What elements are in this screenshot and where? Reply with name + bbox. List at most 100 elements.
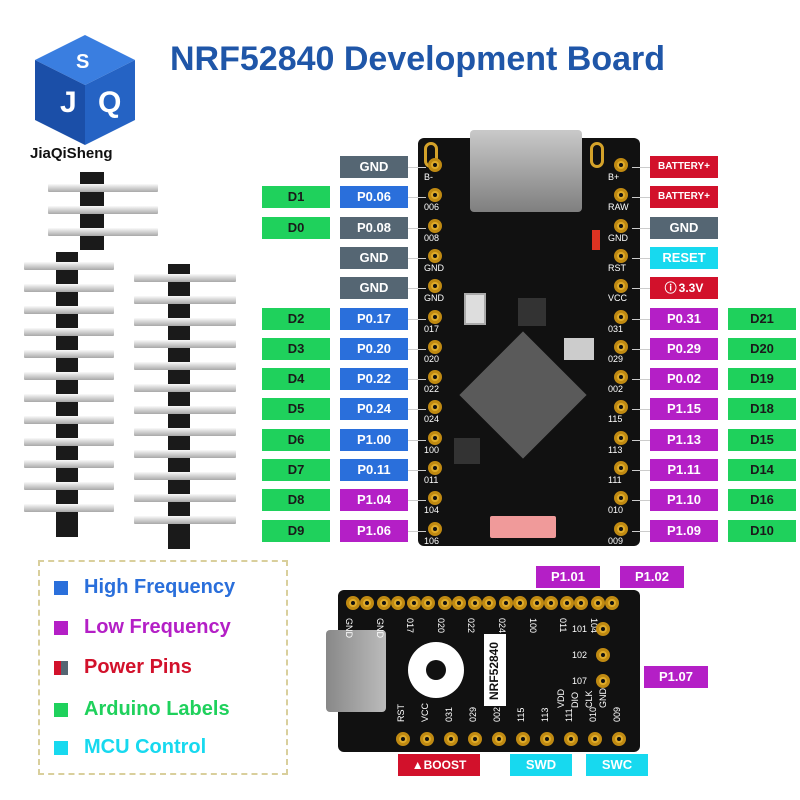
gpio-label-text: P0.31 bbox=[667, 310, 701, 326]
gpio-label-right: P1.15 bbox=[650, 398, 718, 421]
pin-pad-right bbox=[614, 430, 628, 445]
legend-power-pins: Power Pins bbox=[54, 656, 192, 679]
header-pin bbox=[134, 362, 236, 370]
header-pin bbox=[134, 340, 236, 348]
pin-pad-right bbox=[614, 309, 628, 324]
arduino-label-left: D5 bbox=[262, 398, 330, 421]
inductor bbox=[454, 438, 480, 464]
board-pin-label: 008 bbox=[424, 232, 440, 243]
bottom-top-label: GND bbox=[374, 618, 385, 638]
bottom-row-label: VCC bbox=[420, 702, 430, 722]
connector-line bbox=[408, 379, 426, 381]
pin-pad-left bbox=[428, 339, 442, 354]
connector-line bbox=[408, 227, 426, 229]
pad-top-row bbox=[574, 596, 589, 610]
pin-pad-left bbox=[428, 279, 442, 294]
board-pin-label: 029 bbox=[608, 353, 624, 364]
top-board bbox=[418, 130, 640, 546]
bottom-row-label: 113 bbox=[540, 707, 550, 722]
pin-pad-left bbox=[428, 370, 442, 385]
chip-label: NRF52840 bbox=[487, 641, 501, 701]
gpio-label-text: GND bbox=[669, 219, 699, 235]
pin-pad-left bbox=[428, 491, 442, 506]
connector-line bbox=[632, 500, 650, 502]
legend-swatch bbox=[54, 740, 68, 755]
page-title: NRF52840 Development Board bbox=[170, 40, 666, 78]
board-pin-label: 017 bbox=[424, 323, 440, 334]
gpio-label-left: P0.06 bbox=[340, 186, 408, 209]
gpio-label-right: P0.29 bbox=[650, 337, 718, 360]
bottom-top-label: 011 bbox=[558, 618, 569, 633]
arduino-label-left: D3 bbox=[262, 337, 330, 360]
gpio-label-left: P0.17 bbox=[340, 307, 408, 330]
pad-top-row bbox=[499, 596, 513, 610]
legend-label: Low Frequency bbox=[84, 616, 231, 638]
bottom-top-label: 024 bbox=[497, 618, 507, 634]
pin-pad-right bbox=[614, 521, 628, 536]
board-pin-label: GND bbox=[424, 262, 444, 273]
callout-p102: P1.02 bbox=[620, 566, 684, 588]
header-pin bbox=[24, 438, 114, 446]
arduino-label-right: D10 bbox=[728, 519, 796, 542]
bottom-board: NRF52840 bbox=[326, 590, 640, 752]
gpio-label-right: P1.09 bbox=[650, 519, 718, 542]
board-pin-label: 113 bbox=[608, 444, 623, 455]
bottom-row-label: 115 bbox=[516, 707, 526, 722]
pad-bottom-row bbox=[420, 732, 434, 746]
arduino-label-left: D9 bbox=[262, 519, 330, 542]
callout-boost: ▲BOOST bbox=[398, 754, 480, 776]
arduino-label-left: D4 bbox=[262, 368, 330, 391]
bottom-row-label: 002 bbox=[492, 706, 502, 722]
arduino-label-right: D21 bbox=[728, 307, 796, 330]
connector-line bbox=[632, 288, 650, 290]
board-pin-label: RAW bbox=[608, 202, 629, 213]
gpio-label-left: P0.08 bbox=[340, 216, 408, 239]
board-pin-label: 115 bbox=[608, 414, 623, 425]
callout-swd: SWD bbox=[510, 754, 572, 776]
pin-pad-right bbox=[614, 461, 628, 475]
gpio-label-right: P1.13 bbox=[650, 428, 718, 451]
crystal-2 bbox=[564, 338, 594, 360]
pad-top-row bbox=[390, 596, 405, 610]
crystal bbox=[464, 293, 486, 325]
pin-pad-left bbox=[428, 430, 442, 445]
pad-top-row bbox=[376, 596, 391, 610]
header-pin bbox=[134, 296, 236, 304]
bottom-top-label: 020 bbox=[435, 618, 446, 634]
gpio-label-left: P1.06 bbox=[340, 519, 408, 542]
bottom-row-label: 010 bbox=[588, 706, 598, 722]
gpio-label-text: P0.02 bbox=[667, 371, 701, 387]
arduino-label-left: D8 bbox=[262, 489, 330, 512]
header-pin bbox=[134, 450, 236, 458]
legend-swatch bbox=[54, 702, 68, 717]
board-pin-label: 024 bbox=[424, 414, 440, 425]
callout-p107: P1.07 bbox=[644, 666, 708, 688]
bottom-row-label: 009 bbox=[612, 706, 622, 722]
connector-line bbox=[408, 197, 426, 199]
arduino-label-left: D6 bbox=[262, 428, 330, 451]
edge-pad bbox=[590, 142, 604, 168]
pin-pad-right bbox=[614, 218, 628, 233]
board-pin-label: 010 bbox=[608, 505, 624, 516]
board-pin-label: 002 bbox=[608, 384, 624, 395]
header-pin bbox=[24, 284, 114, 292]
callout-p101: P1.01 bbox=[536, 566, 600, 588]
bottom-row-label: RST bbox=[396, 704, 406, 722]
connector-line bbox=[408, 348, 426, 350]
pad-top-row bbox=[360, 596, 374, 610]
connector-line bbox=[408, 167, 426, 168]
legend-label: MCU Control bbox=[84, 736, 207, 758]
header-pin bbox=[24, 262, 114, 270]
board-pin-label: VCC bbox=[608, 293, 628, 304]
gpio-label-text: P1.10 bbox=[667, 492, 701, 508]
pad-top-row bbox=[529, 596, 544, 610]
pin-pad-right bbox=[614, 339, 628, 354]
gpio-label-left: P0.20 bbox=[340, 337, 408, 360]
connector-line bbox=[408, 409, 426, 411]
legend-low-frequency: Low Frequency bbox=[54, 616, 231, 639]
pad-top-row bbox=[513, 596, 527, 610]
connector-line bbox=[632, 379, 650, 381]
connector-line bbox=[408, 439, 426, 441]
connector-line bbox=[408, 257, 426, 259]
